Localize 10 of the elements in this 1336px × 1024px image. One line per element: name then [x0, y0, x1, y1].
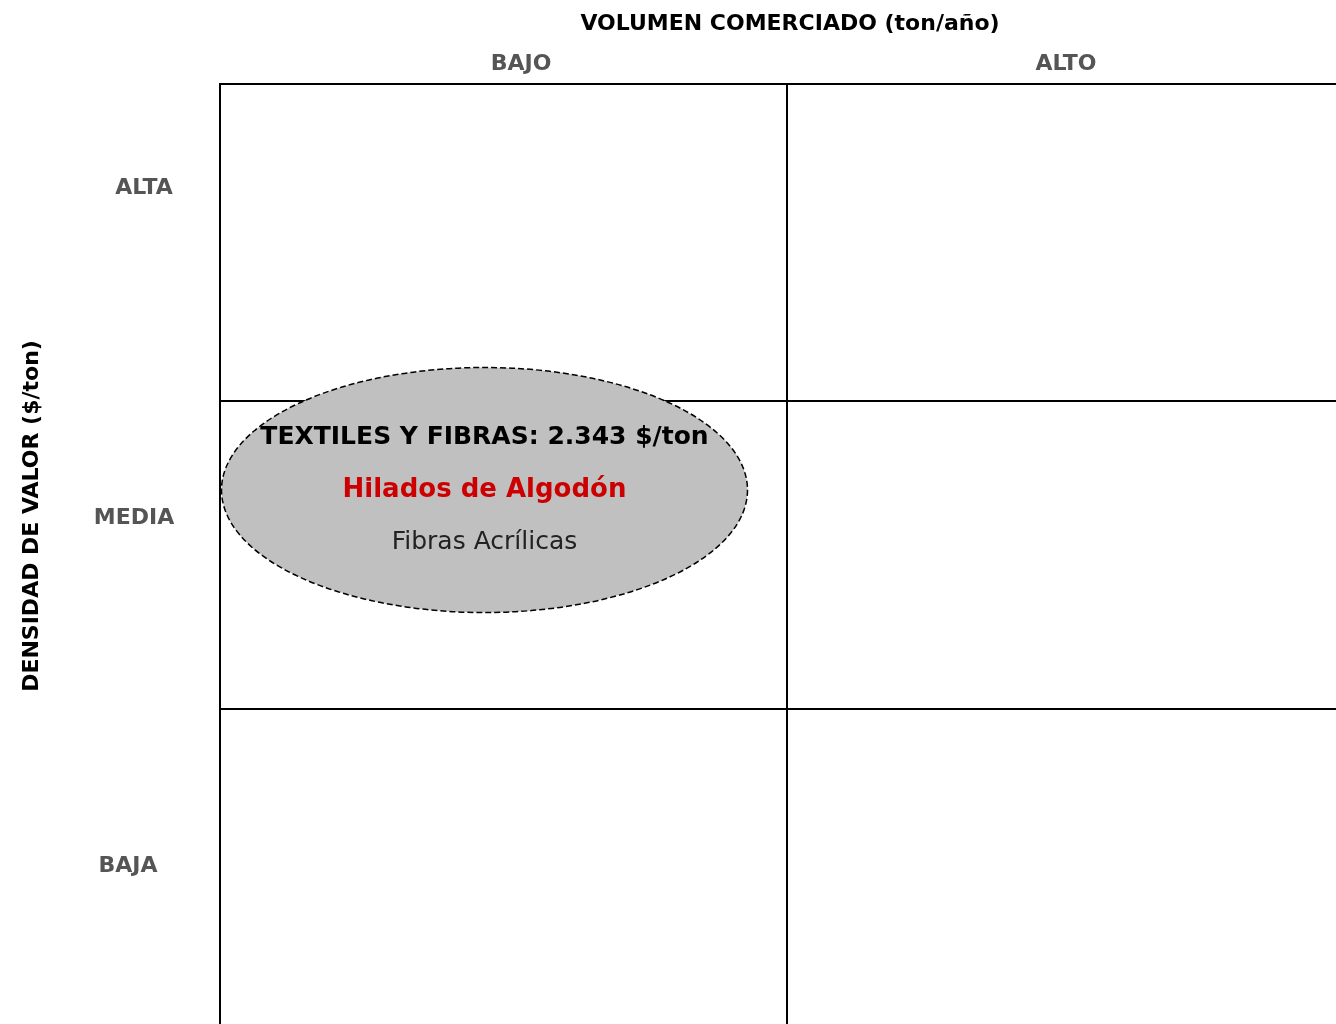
product-name: Fibras Acrílicas: [391, 525, 578, 555]
column-header: BAJO: [490, 49, 552, 75]
row-header: BAJA: [98, 851, 158, 877]
row-header: ALTA: [115, 173, 173, 199]
row-header: MEDIA: [93, 503, 175, 529]
axis-title: VOLUMEN COMERCIADO (ton/año): [580, 9, 1000, 35]
group-heading: TEXTILES Y FIBRAS: 2.343 $/ton: [260, 420, 709, 450]
column-header: ALTO: [1035, 49, 1097, 75]
axis-title: DENSIDAD DE VALOR ($/ton): [17, 340, 43, 692]
product-name: Hilados de Algodón: [342, 472, 627, 503]
